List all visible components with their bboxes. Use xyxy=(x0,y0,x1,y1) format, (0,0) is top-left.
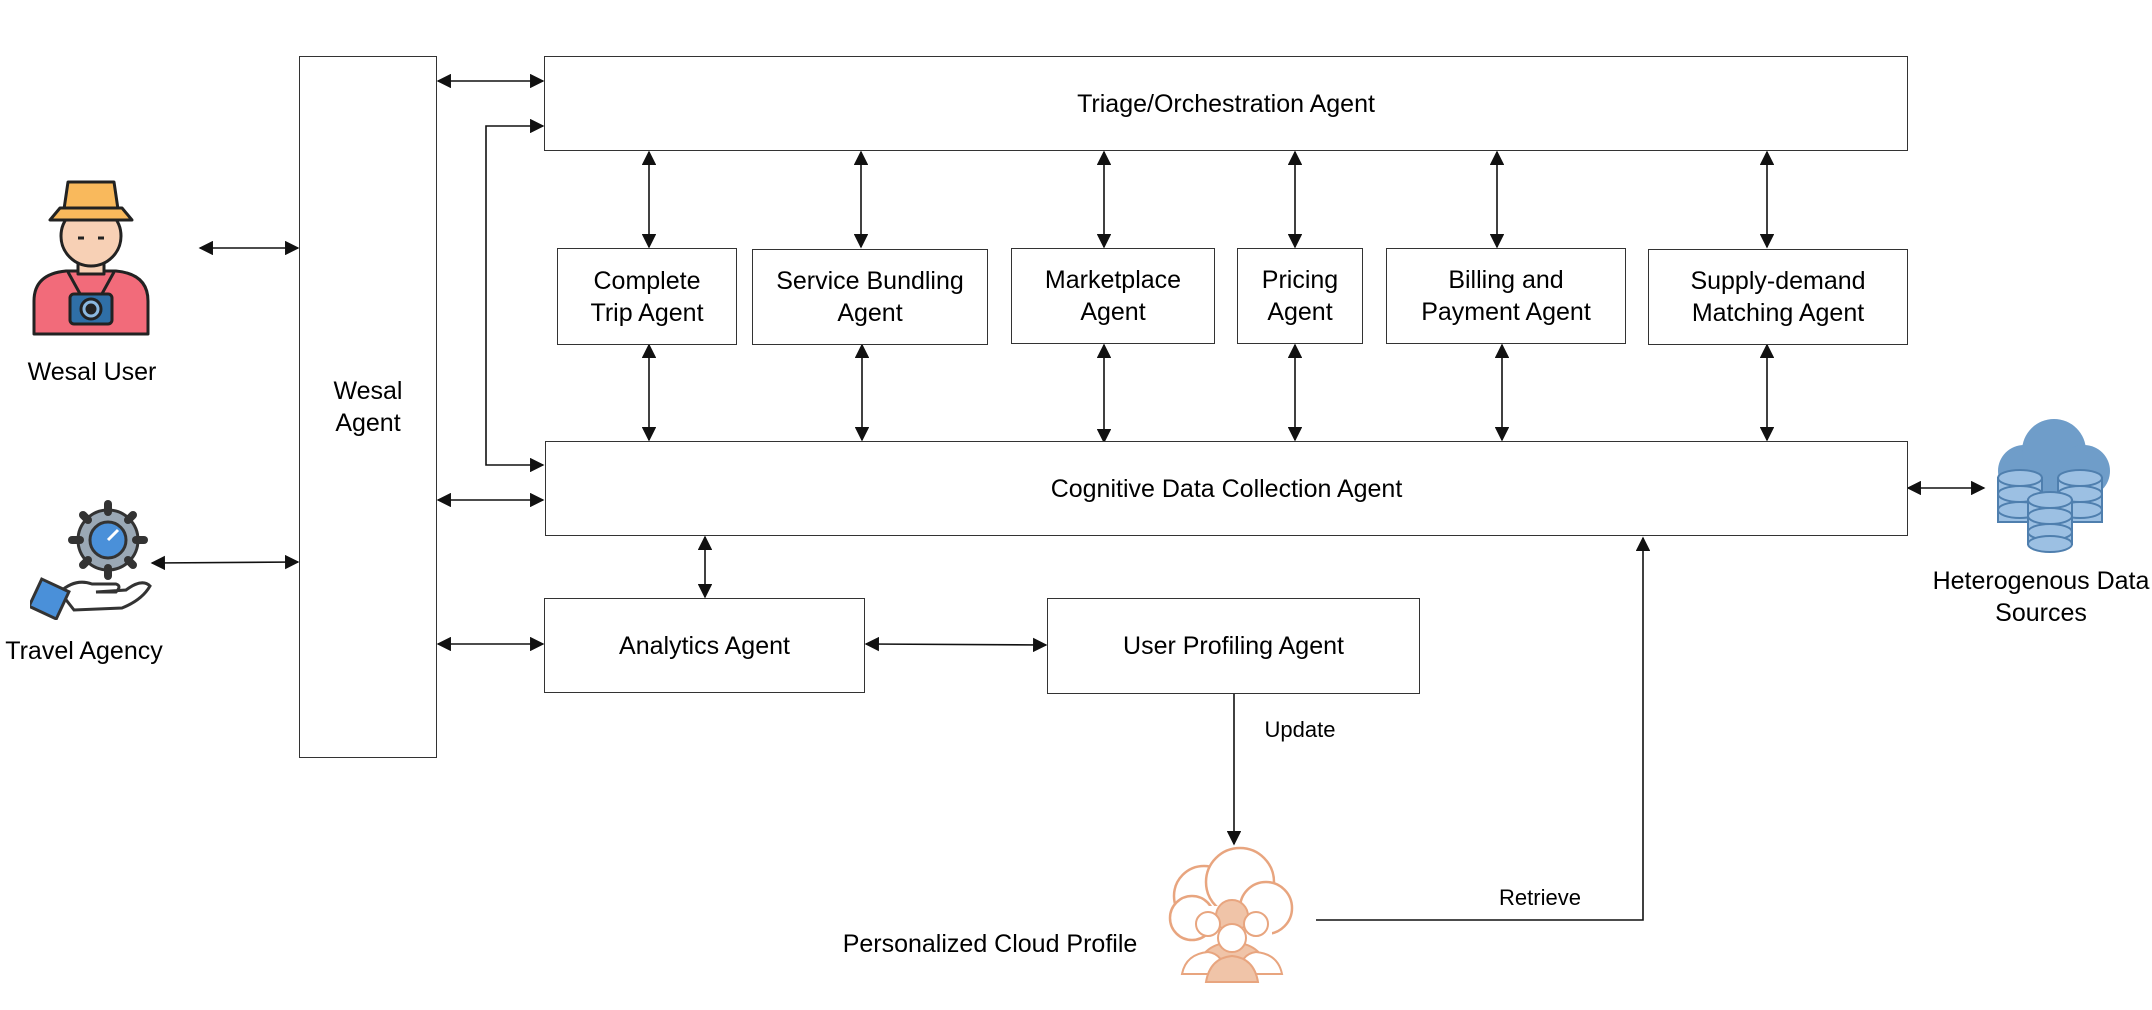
supply-demand-agent-label: Supply-demand Matching Agent xyxy=(1690,267,1866,327)
wesal-user-label: Wesal User xyxy=(27,358,157,386)
edge-cloud-cognitive-retrieve xyxy=(1316,536,1651,921)
complete-trip-agent[interactable]: Complete Trip Agent xyxy=(557,248,737,345)
edge-analytics-profiling xyxy=(864,636,1048,653)
billing-payment-agent-label: Billing and Payment Agent xyxy=(1421,266,1591,326)
marketplace-agent-label: Marketplace Agent xyxy=(1044,266,1182,326)
user-profiling-agent-label: User Profiling Agent xyxy=(1123,632,1344,660)
pricing-agent-label: Pricing Agent xyxy=(1261,266,1339,326)
travel-agency-icon xyxy=(30,500,152,620)
heterogenous-data-sources-label: Heterogenous Data Sources xyxy=(1932,567,2150,627)
analytics-agent-label: Analytics Agent xyxy=(619,631,790,660)
analytics-agent[interactable]: Analytics Agent xyxy=(544,598,865,693)
triage-orchestration-agent[interactable]: Triage/Orchestration Agent xyxy=(544,56,1908,151)
wesal-agent[interactable]: Wesal Agent xyxy=(299,56,437,758)
marketplace-agent[interactable]: Marketplace Agent xyxy=(1011,248,1215,344)
travel-agency-label: Travel Agency xyxy=(5,637,163,665)
cloud-profile-label: Personalized Cloud Profile xyxy=(842,930,1138,958)
user-profiling-agent[interactable]: User Profiling Agent xyxy=(1047,598,1420,694)
profile-cloud-icon xyxy=(1168,846,1294,983)
edge-triage-cognitive-loop xyxy=(485,118,545,473)
service-bundling-agent-label: Service Bundling Agent xyxy=(776,267,964,327)
wesal-agent-label: Wesal Agent xyxy=(333,377,403,437)
service-bundling-agent[interactable]: Service Bundling Agent xyxy=(752,249,988,345)
pricing-agent[interactable]: Pricing Agent xyxy=(1237,248,1363,344)
complete-trip-agent-label: Complete Trip Agent xyxy=(590,266,704,327)
cognitive-data-collection-agent[interactable]: Cognitive Data Collection Agent xyxy=(545,441,1908,536)
user-icon xyxy=(32,180,150,336)
retrieve-edge-label: Retrieve xyxy=(1499,885,1581,910)
edge-agency-wesal xyxy=(150,554,300,571)
billing-payment-agent[interactable]: Billing and Payment Agent xyxy=(1386,248,1626,344)
supply-demand-matching-agent[interactable]: Supply-demand Matching Agent xyxy=(1648,249,1908,345)
update-edge-label: Update xyxy=(1264,717,1336,742)
cloud-database-icon xyxy=(1997,419,2110,553)
triage-agent-label: Triage/Orchestration Agent xyxy=(1077,89,1375,118)
cognitive-agent-label: Cognitive Data Collection Agent xyxy=(1050,474,1403,503)
